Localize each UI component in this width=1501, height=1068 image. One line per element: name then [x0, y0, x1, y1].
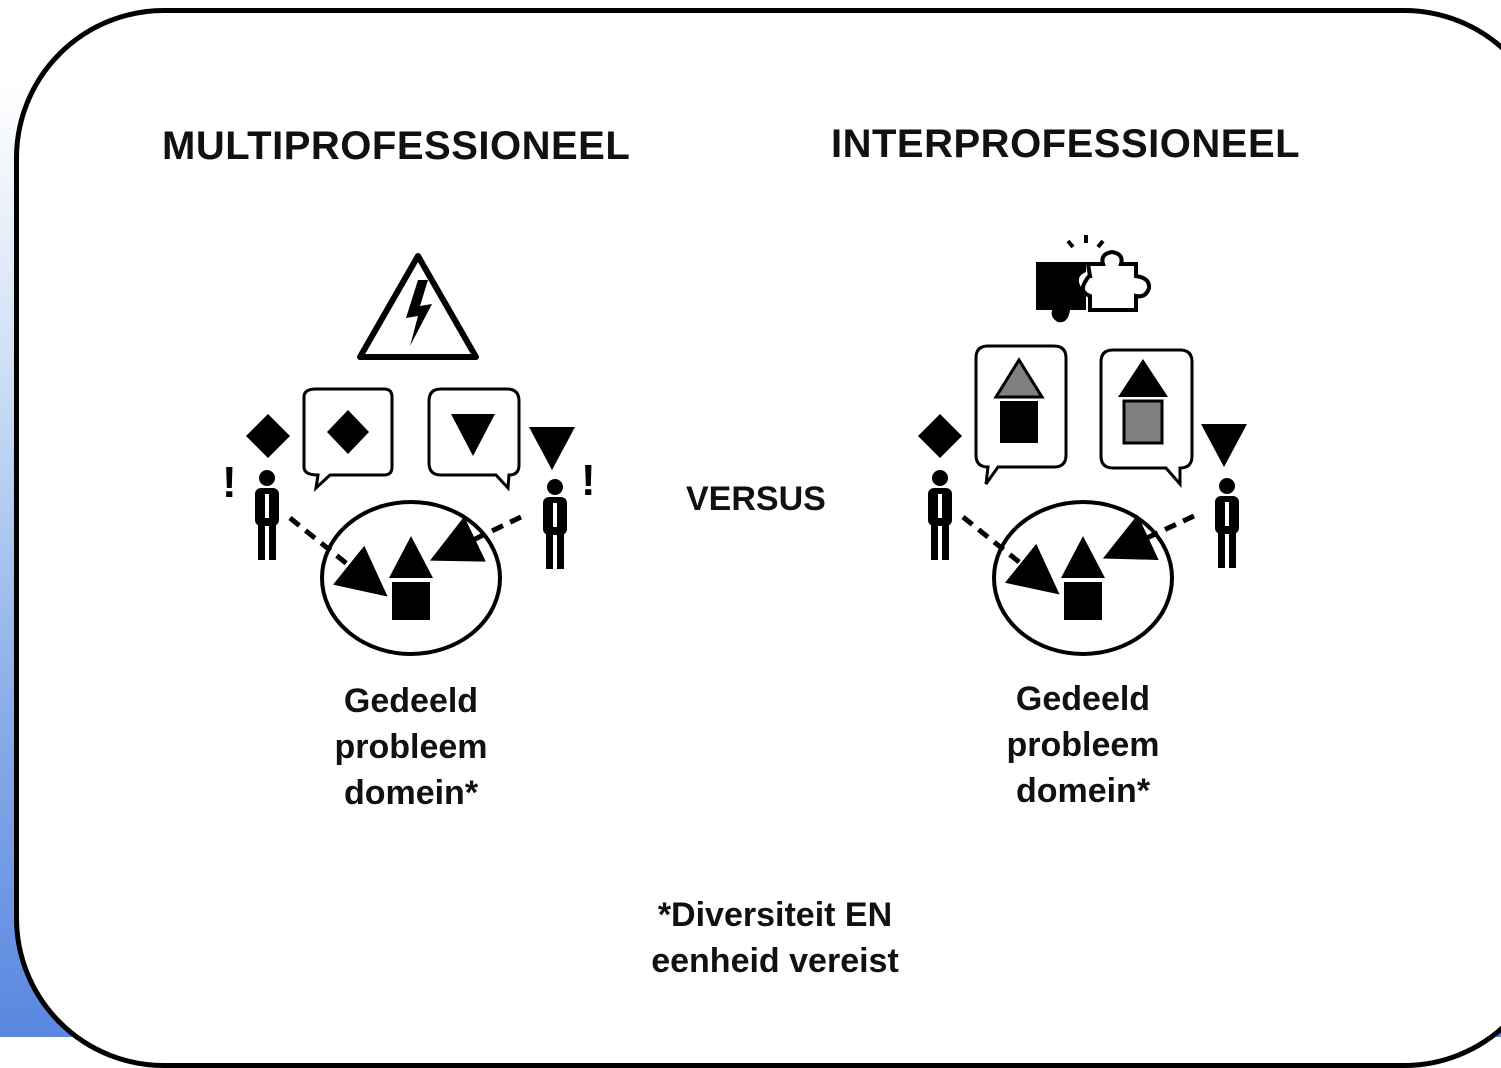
- speech-bubble-house-gray-body: [1099, 348, 1194, 488]
- person-icon-right: [543, 479, 567, 569]
- versus-label: VERSUS: [686, 480, 826, 518]
- footnote: *Diversiteit EN eenheid vereist: [575, 892, 975, 984]
- triangle-down-icon: [529, 427, 575, 470]
- right-caption-line-2: probleem: [1006, 726, 1160, 764]
- person-icon-left: [255, 470, 279, 560]
- right-title: INTERPROFESSIONEEL: [831, 122, 1301, 166]
- dashed-arrow-right: [429, 514, 523, 562]
- speech-bubble-house-gray-roof: [974, 344, 1068, 485]
- left-caption-line-1: Gedeeld: [343, 682, 479, 720]
- dashed-arrow-left: [288, 516, 388, 597]
- left-caption-line-3: domein*: [343, 774, 479, 812]
- right-caption: Gedeeld probleem domein*: [953, 676, 1213, 814]
- dashed-arrow-left: [961, 515, 1060, 595]
- left-caption: Gedeeld probleem domein*: [281, 678, 541, 816]
- puzzle-icon: [1036, 235, 1152, 323]
- left-title: MULTIPROFESSIONEEL: [162, 124, 631, 168]
- speech-bubble-triangle: [427, 387, 521, 492]
- exclamation-left: !: [222, 458, 237, 507]
- warning-icon: [357, 253, 479, 360]
- person-icon-left: [928, 470, 952, 560]
- person-icon-right: [1215, 478, 1239, 568]
- exclamation-right: !: [581, 456, 596, 505]
- dashed-arrow-right: [1102, 513, 1196, 560]
- speech-bubble-diamond: [302, 387, 394, 493]
- triangle-down-icon: [1201, 424, 1247, 467]
- right-caption-line-1: Gedeeld: [1015, 680, 1151, 718]
- diamond-icon: [918, 414, 962, 458]
- left-caption-line-2: probleem: [334, 728, 488, 766]
- footnote-line-1: *Diversiteit EN: [657, 896, 893, 934]
- diagram-canvas: ! !: [222, 235, 1247, 656]
- diamond-icon: [246, 414, 290, 458]
- footnote-line-2: eenheid vereist: [651, 942, 899, 980]
- right-caption-line-3: domein*: [1015, 772, 1151, 810]
